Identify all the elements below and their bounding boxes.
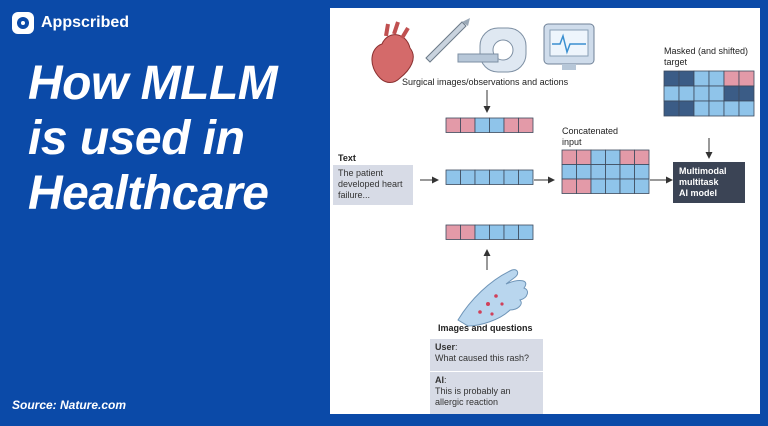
target-token-cell [708, 100, 725, 117]
target-token-cell [678, 100, 695, 117]
headline-line-1: How MLLM [28, 57, 278, 110]
concat-token-cell [634, 149, 650, 165]
ai-message: AI: This is probably an allergic reactio… [430, 372, 543, 414]
text-token-cell [460, 169, 476, 185]
token-grids [445, 70, 755, 240]
scalpel-icon [425, 18, 470, 63]
headline-line-3: Healthcare [28, 167, 269, 220]
text-token-cell [489, 169, 505, 185]
heart-icon [371, 21, 414, 83]
text-heading: Text [338, 153, 356, 163]
model-box: Multimodal multitask AI model [673, 162, 745, 203]
figure-diagram [371, 18, 755, 327]
target-token-cell [663, 85, 680, 102]
surgical-token-cell [474, 117, 490, 133]
brand-name: Appscribed [41, 14, 130, 31]
surgical-label: Surgical images/observations and actions [402, 77, 569, 87]
concat-token-cell [634, 178, 650, 194]
target-token-cell [738, 85, 755, 102]
text-token-cell [518, 169, 534, 185]
figure-panel: Surgical images/observations and actions… [330, 8, 760, 414]
vital-monitor-icon [543, 23, 595, 70]
concat-token-cell [590, 149, 606, 165]
image-token-cell [503, 224, 519, 240]
target-token-cell [738, 70, 755, 87]
target-token-cell [678, 70, 695, 87]
headline: How MLLM is used in Healthcare [28, 56, 278, 221]
brand-logo: Appscribed [12, 12, 129, 34]
text-token-cell [445, 169, 461, 185]
image-token-cell [474, 224, 490, 240]
concat-token-cell [605, 178, 621, 194]
concat-token-cell [576, 178, 592, 194]
target-token-cell [738, 100, 755, 117]
target-token-cell [693, 100, 710, 117]
source-credit: Source: Nature.com [12, 398, 127, 412]
text-token-cell [503, 169, 519, 185]
user-message: User: What caused this rash? [430, 339, 543, 371]
concat-token-cell [561, 164, 577, 180]
target-token-cell [663, 100, 680, 117]
concat-token-cell [619, 178, 635, 194]
surgical-token-cell [445, 117, 461, 133]
target-token-cell [723, 85, 740, 102]
surgical-token-cell [489, 117, 505, 133]
target-token-cell [723, 100, 740, 117]
target-token-cell [708, 85, 725, 102]
logo-icon [12, 12, 34, 34]
concat-token-cell [605, 164, 621, 180]
concat-token-cell [576, 164, 592, 180]
image-token-cell [518, 224, 534, 240]
target-token-cell [693, 70, 710, 87]
surgical-token-cell [503, 117, 519, 133]
concat-token-cell [619, 149, 635, 165]
image-token-cell [460, 224, 476, 240]
concat-token-cell [576, 149, 592, 165]
images-heading: Images and questions [438, 323, 533, 333]
target-token-cell [723, 70, 740, 87]
concat-token-cell [619, 164, 635, 180]
arrows [420, 90, 713, 270]
mri-scanner-icon [457, 27, 527, 73]
headline-line-2: is used in [28, 112, 245, 165]
target-token-cell [708, 70, 725, 87]
concat-token-cell [634, 164, 650, 180]
image-token-cell [445, 224, 461, 240]
image-token-cell [489, 224, 505, 240]
target-token-cell [678, 85, 695, 102]
surgical-token-cell [518, 117, 534, 133]
text-token-cell [474, 169, 490, 185]
concat-token-cell [590, 164, 606, 180]
text-example: The patient developed heart failure... [333, 165, 413, 205]
concat-token-cell [605, 149, 621, 165]
target-token-cell [663, 70, 680, 87]
concat-token-cell [561, 178, 577, 194]
concat-label: Concatenated input [562, 126, 619, 147]
concat-token-cell [590, 178, 606, 194]
surgical-token-cell [460, 117, 476, 133]
concat-token-cell [561, 149, 577, 165]
target-label: Masked (and shifted) target [664, 46, 749, 67]
target-token-cell [693, 85, 710, 102]
hand-rash-icon [457, 269, 528, 327]
